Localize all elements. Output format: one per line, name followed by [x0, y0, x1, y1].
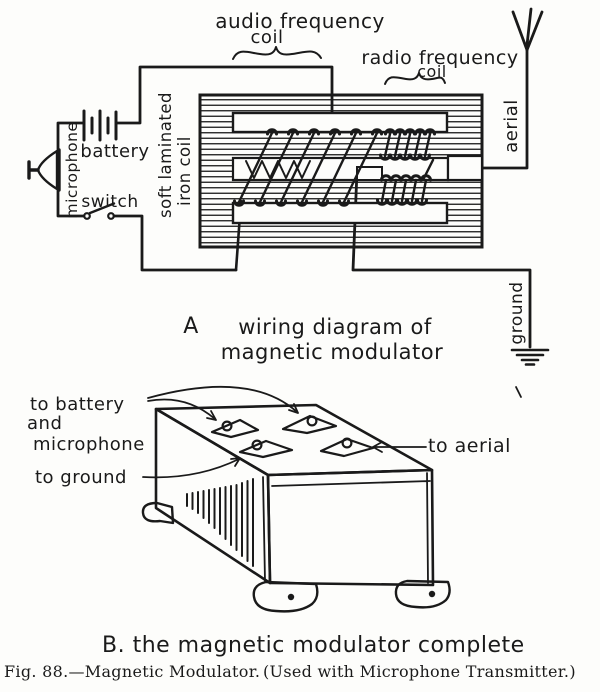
terminal-aerial — [319, 437, 375, 458]
caption-a-letter: A — [183, 314, 199, 339]
audio-coil-loops-bottom — [233, 199, 350, 207]
label-microphone: microphone — [63, 122, 81, 219]
antenna-icon — [511, 7, 544, 52]
terminal-ground-post — [251, 439, 263, 451]
box-foot-middle — [252, 580, 319, 613]
box-top-face — [154, 403, 434, 477]
caption-b: B. the magnetic modulator complete — [102, 633, 525, 658]
audio-coil-brace — [232, 46, 322, 60]
label-to-battery-line2: and — [27, 413, 62, 434]
terminal-aerial-post — [341, 437, 353, 449]
arrow-to-battery-terminal — [147, 398, 217, 421]
wire-switch-to-coil — [112, 214, 238, 272]
battery-icon — [82, 109, 118, 142]
switch-contact-right — [107, 212, 115, 220]
box-foot-right — [394, 579, 451, 609]
audio-coil-zigzag — [245, 160, 311, 179]
microphone-icon — [36, 149, 59, 191]
label-to-battery-line3: microphone — [33, 434, 145, 455]
microphone-icon-mouth — [27, 148, 61, 192]
terminal-microphone-plate — [281, 414, 338, 435]
box-edge-highlights — [262, 472, 431, 584]
terminal-battery — [210, 418, 260, 439]
terminal-microphone — [281, 414, 338, 435]
switch-contact-left — [83, 212, 91, 220]
caption-a-line1: wiring diagram of — [238, 315, 432, 339]
wire-rf-coil-to-aerial — [480, 46, 529, 170]
terminal-battery-post — [221, 420, 233, 432]
label-to-ground: to ground — [35, 467, 127, 488]
caption-a-line2: magnetic modulator — [221, 340, 444, 364]
label-to-battery-line1: to battery — [30, 394, 125, 415]
box-shading-lines — [186, 478, 254, 567]
box-foot-right-hole — [428, 590, 436, 598]
terminal-microphone-post — [306, 415, 318, 427]
rf-coil-upper-loops-bottom — [379, 153, 431, 161]
box-right-face — [266, 468, 435, 587]
figure-caption-note: (Used with Microphone Transmitter.) — [263, 662, 576, 681]
label-radio-frequency: radio frequency — [361, 47, 518, 69]
terminal-ground-plate — [238, 439, 294, 459]
modulator-drawing-b: to battery and microphone to ground to a… — [27, 385, 525, 658]
label-core-line2: iron coil — [175, 136, 194, 206]
stray-ink-mark — [515, 386, 522, 398]
radio-coil-brace — [384, 72, 446, 85]
label-switch: switch — [81, 192, 138, 212]
label-aerial: aerial — [501, 99, 522, 153]
wire-battery-to-audio-coil — [115, 65, 334, 135]
ground-icon — [510, 348, 550, 366]
label-audio-coil: coil — [251, 27, 284, 48]
rf-coil-upper-loops-top — [384, 128, 436, 136]
label-to-aerial: to aerial — [428, 435, 511, 457]
box-foot-middle-hole — [287, 593, 295, 601]
label-core-line1: soft laminated — [156, 92, 175, 218]
rf-coil-lower-turns — [380, 178, 428, 203]
terminal-ground — [238, 439, 294, 459]
arrow-to-microphone-terminal — [147, 385, 299, 414]
label-radio-coil: coil — [417, 62, 446, 81]
label-battery: battery — [80, 141, 149, 162]
arrow-to-aerial-terminal — [372, 441, 427, 453]
rf-coil-upper-turns — [383, 132, 432, 158]
arrow-to-ground-terminal — [142, 457, 241, 479]
terminal-battery-plate — [210, 418, 260, 439]
box-foot-left — [141, 501, 175, 525]
core-window-upper — [231, 111, 449, 134]
core-lead-channel — [446, 154, 484, 182]
label-audio-frequency: audio frequency — [215, 9, 385, 33]
switch-blade — [88, 202, 116, 215]
rf-coil-lower-loops-bottom — [376, 198, 428, 206]
audio-coil-loops-top — [266, 128, 383, 136]
figure-caption-title: Fig. 88.—Magnetic Modulator. — [4, 662, 260, 681]
wiring-diagram-a: audio frequency coil radio frequency coi… — [27, 7, 550, 366]
label-ground: ground — [507, 281, 527, 344]
rf-coil-lower-loops-top — [380, 174, 432, 182]
rf-coil-lead — [422, 158, 435, 180]
core-window-lower — [231, 201, 449, 225]
